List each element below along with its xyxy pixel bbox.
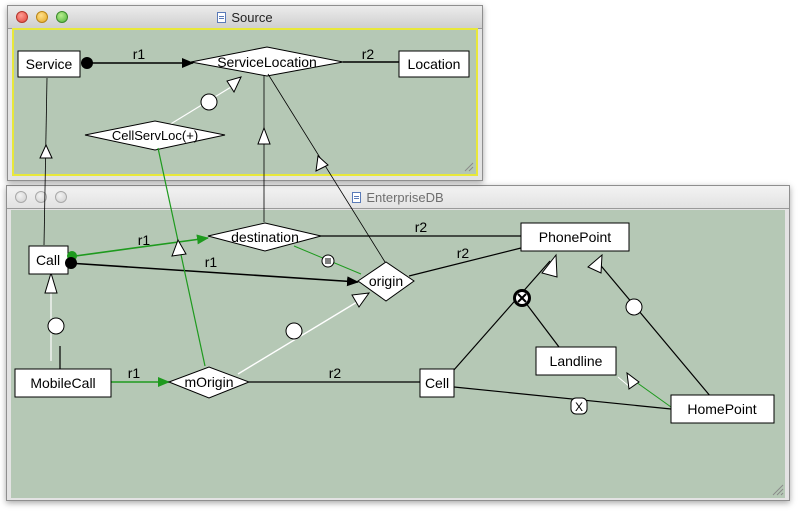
derivation-arrowhead (351, 292, 371, 308)
edge-label: r2 (329, 365, 342, 381)
mobilecall-node[interactable] (14, 368, 112, 398)
servicelocation-label: ServiceLocation (217, 54, 317, 70)
resize-grip[interactable] (464, 162, 474, 172)
edge-label: r1 (205, 254, 218, 270)
service-label: Service (26, 56, 73, 72)
optional-circle (285, 322, 303, 340)
origin-label: origin (369, 273, 403, 289)
document-icon (352, 192, 362, 203)
close-button[interactable] (15, 191, 27, 203)
location-node[interactable] (398, 50, 470, 78)
morigin-node[interactable] (167, 366, 251, 399)
edge-label: r1 (133, 46, 146, 62)
location-label: Location (408, 56, 461, 72)
isa-triangle (626, 371, 640, 390)
enterprisedb-canvas[interactable]: X Call MobileCall destination origin mOr… (11, 210, 785, 498)
call-black-dot (65, 257, 77, 269)
optional-circle (200, 93, 218, 111)
disjoint-icon-cross (517, 293, 527, 303)
edge-label: r2 (362, 46, 375, 62)
cellservloc-label: CellServLoc(+) (112, 128, 198, 143)
zoom-button[interactable] (55, 191, 67, 203)
resize-grip[interactable] (772, 484, 784, 496)
x-marker (570, 397, 588, 415)
isa-triangle (587, 253, 603, 274)
source-titlebar[interactable]: Source (8, 6, 482, 29)
cell-node[interactable] (419, 368, 455, 398)
source-canvas[interactable]: ServiceLocation CellServLoc(+) Service L… (12, 28, 478, 176)
source-diagram: ServiceLocation CellServLoc(+) Service L… (17, 46, 474, 172)
edge-label: r1 (128, 365, 141, 381)
enterprisedb-titlebar[interactable]: EnterpriseDB (7, 186, 789, 209)
document-icon (217, 12, 227, 23)
homepoint-label: HomePoint (687, 401, 756, 417)
origin-node[interactable] (357, 261, 415, 302)
homepoint-node[interactable] (670, 394, 775, 424)
relation-line (521, 297, 560, 348)
relation-line (453, 386, 672, 410)
isa-triangle (541, 253, 558, 278)
minimize-button[interactable] (36, 11, 48, 23)
optional-circle (47, 317, 65, 335)
phonepoint-node[interactable] (520, 222, 630, 252)
cellservloc-node[interactable] (84, 120, 226, 151)
phonepoint-label: PhonePoint (539, 229, 612, 245)
morigin-label: mOrigin (184, 374, 233, 390)
isa-triangle (44, 271, 58, 294)
source-window: Source ServiceLocation CellServLoc(+) Se… (7, 5, 483, 181)
service-connector-dot (81, 57, 93, 69)
landline-node[interactable] (535, 346, 617, 376)
destination-label: destination (231, 229, 299, 245)
call-node[interactable] (28, 245, 69, 275)
service-node[interactable] (17, 50, 81, 78)
enterprisedb-diagram: X Call MobileCall destination origin mOr… (14, 219, 784, 496)
relation-line (596, 260, 712, 398)
edge-label: r1 (138, 232, 151, 248)
cell-label: Cell (425, 375, 449, 391)
relation-line (452, 260, 551, 372)
call-label: Call (36, 252, 60, 268)
relation-line (408, 247, 522, 277)
enterprisedb-window: EnterpriseDB (6, 185, 790, 501)
edge-label: r2 (457, 245, 470, 261)
window-title: Source (231, 10, 273, 25)
relation-line (67, 262, 359, 287)
landline-label: Landline (550, 353, 603, 369)
derivation-line (617, 376, 631, 388)
optional-circle (625, 298, 643, 316)
mobilecall-label: MobileCall (30, 375, 95, 391)
servicelocation-node[interactable] (190, 46, 344, 77)
x-marker-label: X (575, 400, 583, 414)
edge-label: r2 (415, 219, 428, 235)
close-button[interactable] (16, 11, 28, 23)
isa-triangle (226, 76, 242, 94)
zoom-button[interactable] (56, 11, 68, 23)
window-title: EnterpriseDB (366, 190, 444, 205)
